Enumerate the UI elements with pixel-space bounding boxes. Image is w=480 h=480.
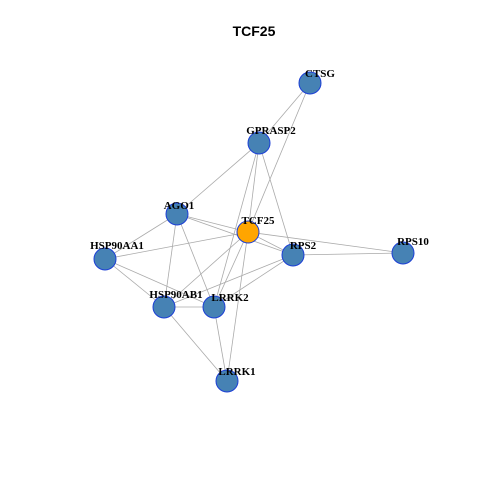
edge-lrrk2-lrrk1 — [213, 306, 228, 382]
edge-ago1-lrrk2 — [176, 213, 215, 308]
node-rps10 — [391, 241, 415, 265]
edge-tcf25-hsp90aa1 — [104, 231, 249, 260]
edge-ago1-hsp90ab1 — [163, 213, 178, 308]
node-label-lrrk1: LRRK1 — [218, 366, 255, 378]
edge-rps2-lrrk2 — [213, 254, 294, 308]
node-label-tcf25: TCF25 — [242, 215, 276, 227]
node-gprasp2 — [247, 131, 271, 155]
edge-gprasp2-ago1 — [176, 142, 260, 215]
edge-rps2-rps10 — [292, 252, 404, 256]
node-label-lrrk2: LRRK2 — [211, 292, 249, 304]
node-ago1 — [165, 202, 189, 226]
node-label-ago1: AGO1 — [164, 200, 195, 212]
edge-ago1-hsp90aa1 — [104, 213, 178, 260]
nodes-layer — [93, 71, 415, 393]
edge-ctsg-tcf25 — [247, 82, 311, 233]
edge-rps2-hsp90ab1 — [163, 254, 294, 308]
edge-tcf25-lrrk2 — [213, 231, 249, 308]
node-label-rps2: RPS2 — [290, 240, 317, 252]
edge-hsp90aa1-hsp90ab1 — [104, 258, 165, 308]
edge-gprasp2-rps2 — [258, 142, 294, 256]
edge-gprasp2-tcf25 — [247, 142, 260, 233]
node-label-gprasp2: GPRASP2 — [246, 125, 296, 137]
node-tcf25 — [236, 220, 260, 244]
node-lrrk1 — [215, 369, 239, 393]
edge-gprasp2-lrrk2 — [213, 142, 260, 308]
node-rps2 — [281, 243, 305, 267]
node-hsp90ab1 — [152, 295, 176, 319]
node-label-ctsg: CTSG — [305, 68, 335, 80]
edge-tcf25-hsp90ab1 — [163, 231, 249, 308]
node-label-rps10: RPS10 — [397, 236, 429, 248]
node-label-hsp90aa1: HSP90AA1 — [90, 240, 144, 252]
edge-ctsg-gprasp2 — [258, 82, 311, 144]
node-label-hsp90ab1: HSP90AB1 — [149, 289, 202, 301]
edge-tcf25-lrrk1 — [226, 231, 249, 382]
node-hsp90aa1 — [93, 247, 117, 271]
edge-ago1-tcf25 — [176, 213, 249, 233]
node-lrrk2 — [202, 295, 226, 319]
edge-tcf25-rps10 — [247, 231, 404, 254]
diagram-title: TCF25 — [233, 23, 276, 39]
edge-hsp90aa1-lrrk2 — [104, 258, 215, 308]
edge-hsp90ab1-lrrk1 — [163, 306, 228, 382]
node-ctsg — [298, 71, 322, 95]
